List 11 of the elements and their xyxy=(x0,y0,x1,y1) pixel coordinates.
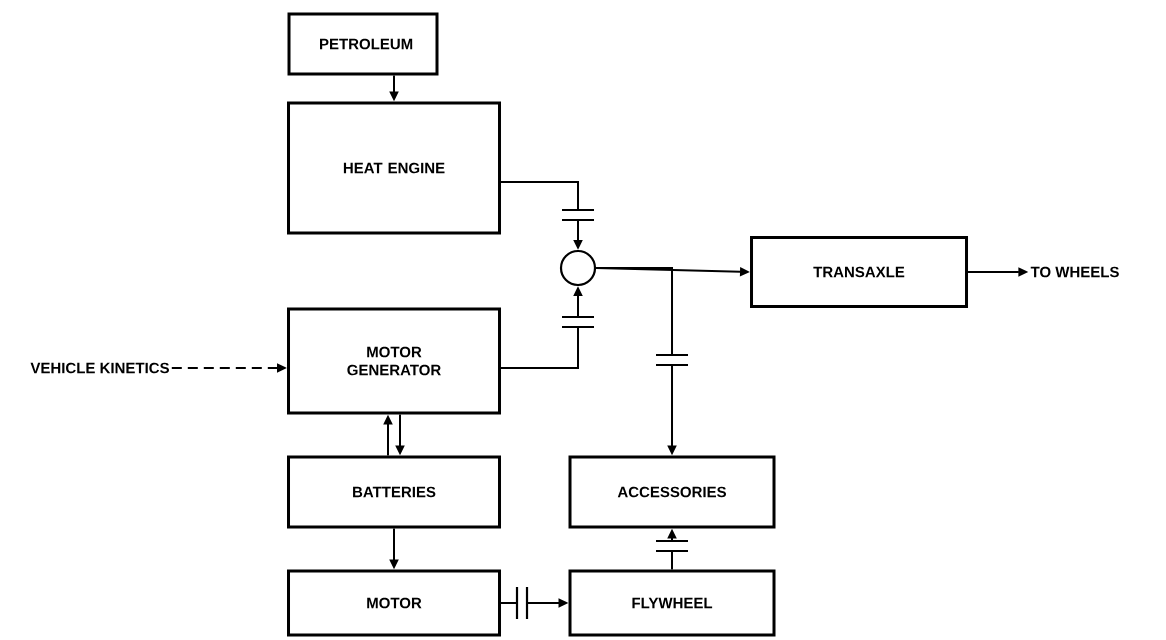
process-box: PETROLEUM xyxy=(287,12,439,76)
process-box: MOTOR xyxy=(287,569,501,637)
process-box: HEAT ENGINE xyxy=(287,101,501,235)
process-box: BATTERIES xyxy=(287,455,501,529)
text-label: TO WHEELS xyxy=(1030,266,1119,278)
process-box: MOTOR GENERATOR xyxy=(287,307,501,415)
process-box: ACCESSORIES xyxy=(568,455,776,529)
process-box: FLYWHEEL xyxy=(568,569,776,637)
process-box: TRANSAXLE xyxy=(750,236,968,308)
circle-symbol xyxy=(559,249,597,287)
text-label: VEHICLE KINETICS xyxy=(30,362,169,374)
